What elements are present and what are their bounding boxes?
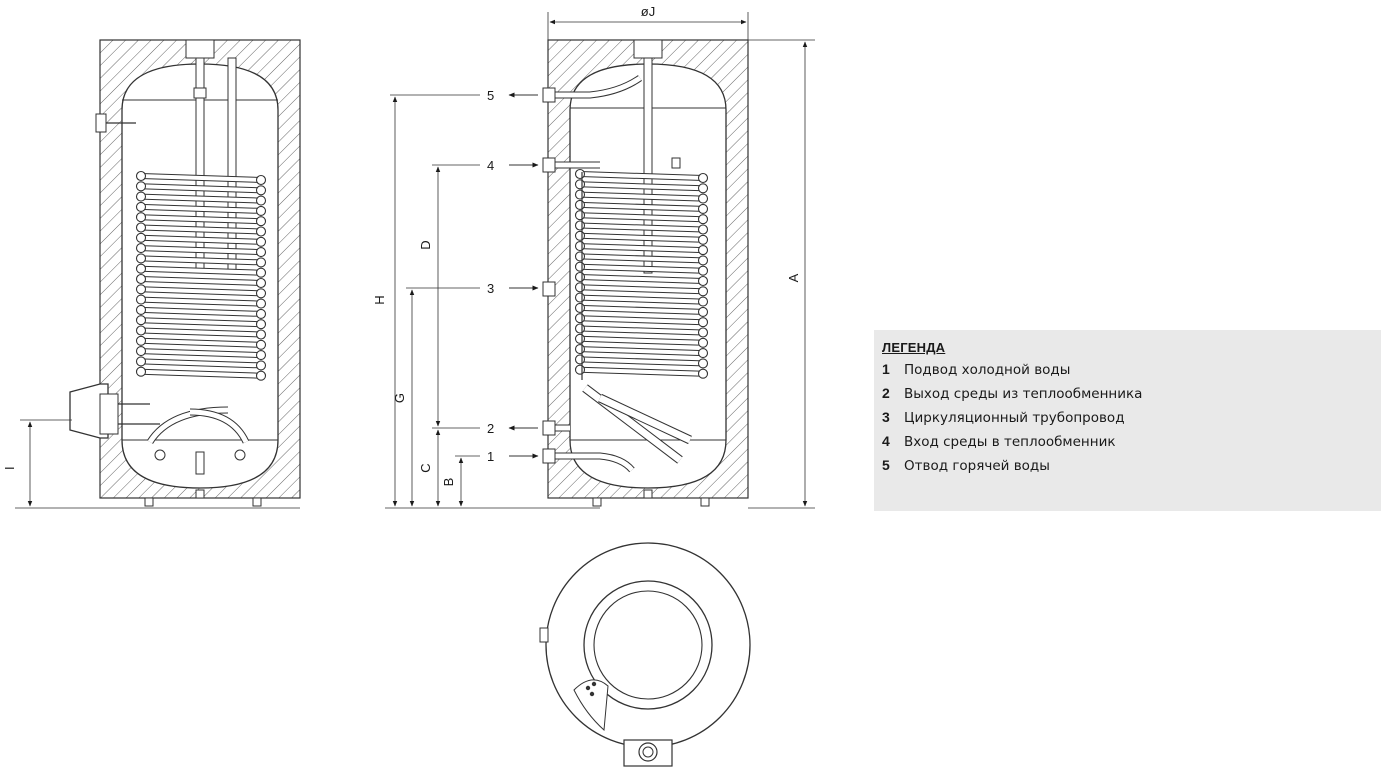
legend-item-label: Выход среды из теплообменника xyxy=(904,386,1143,402)
legend-item-number: 5 xyxy=(882,457,890,473)
svg-text:2: 2 xyxy=(487,421,494,436)
port-callout-3: 3 xyxy=(487,281,539,296)
top-plan-view xyxy=(539,542,751,767)
left-heat-exchanger-coil xyxy=(135,170,267,381)
port-callout-1: 1 xyxy=(487,449,539,464)
dim-label-d: D xyxy=(418,240,433,249)
svg-text:5: 5 xyxy=(487,88,494,103)
svg-text:1: 1 xyxy=(487,449,494,464)
legend-item-number: 3 xyxy=(882,409,890,425)
svg-text:4: 4 xyxy=(487,158,494,173)
legend-item: 3 Циркуляционный трубопровод xyxy=(882,409,1373,433)
port-callout-2: 2 xyxy=(487,421,538,436)
dim-label-h: H xyxy=(372,295,387,304)
right-section-view: øJ A H D G C B 5 4 xyxy=(372,4,815,509)
legend-item: 5 Отвод горячей воды xyxy=(882,457,1373,481)
legend-list: 1 Подвод холодной воды 2 Выход среды из … xyxy=(882,361,1373,481)
dim-label-i: I xyxy=(2,466,17,470)
legend-item-number: 1 xyxy=(882,361,890,377)
legend-item-label: Подвод холодной воды xyxy=(904,362,1071,378)
legend-title: ЛЕГЕНДА xyxy=(882,340,946,355)
dim-label-c: C xyxy=(418,463,433,472)
legend-item-label: Отвод горячей воды xyxy=(904,458,1050,474)
legend-item-number: 2 xyxy=(882,385,890,401)
dim-label-g: G xyxy=(392,393,407,403)
legend-item-label: Циркуляционный трубопровод xyxy=(904,410,1125,426)
electric-heater-housing xyxy=(69,383,109,439)
legend-item: 1 Подвод холодной воды xyxy=(882,361,1373,385)
port-callout-4: 4 xyxy=(487,158,539,173)
legend-item-number: 4 xyxy=(882,433,890,449)
right-heat-exchanger-coil xyxy=(574,168,709,379)
left-section-view: I xyxy=(2,39,301,509)
dim-label-a: A xyxy=(786,273,801,282)
legend-panel: ЛЕГЕНДА 1 Подвод холодной воды 2 Выход с… xyxy=(874,330,1381,511)
port-callout-5: 5 xyxy=(487,88,538,103)
svg-text:3: 3 xyxy=(487,281,494,296)
legend-item: 4 Вход среды в теплообменник xyxy=(882,433,1373,457)
dim-label-phi-j: øJ xyxy=(641,4,655,19)
legend-item-label: Вход среды в теплообменник xyxy=(904,434,1116,450)
legend-item: 2 Выход среды из теплообменника xyxy=(882,385,1373,409)
dim-label-b: B xyxy=(441,478,456,487)
